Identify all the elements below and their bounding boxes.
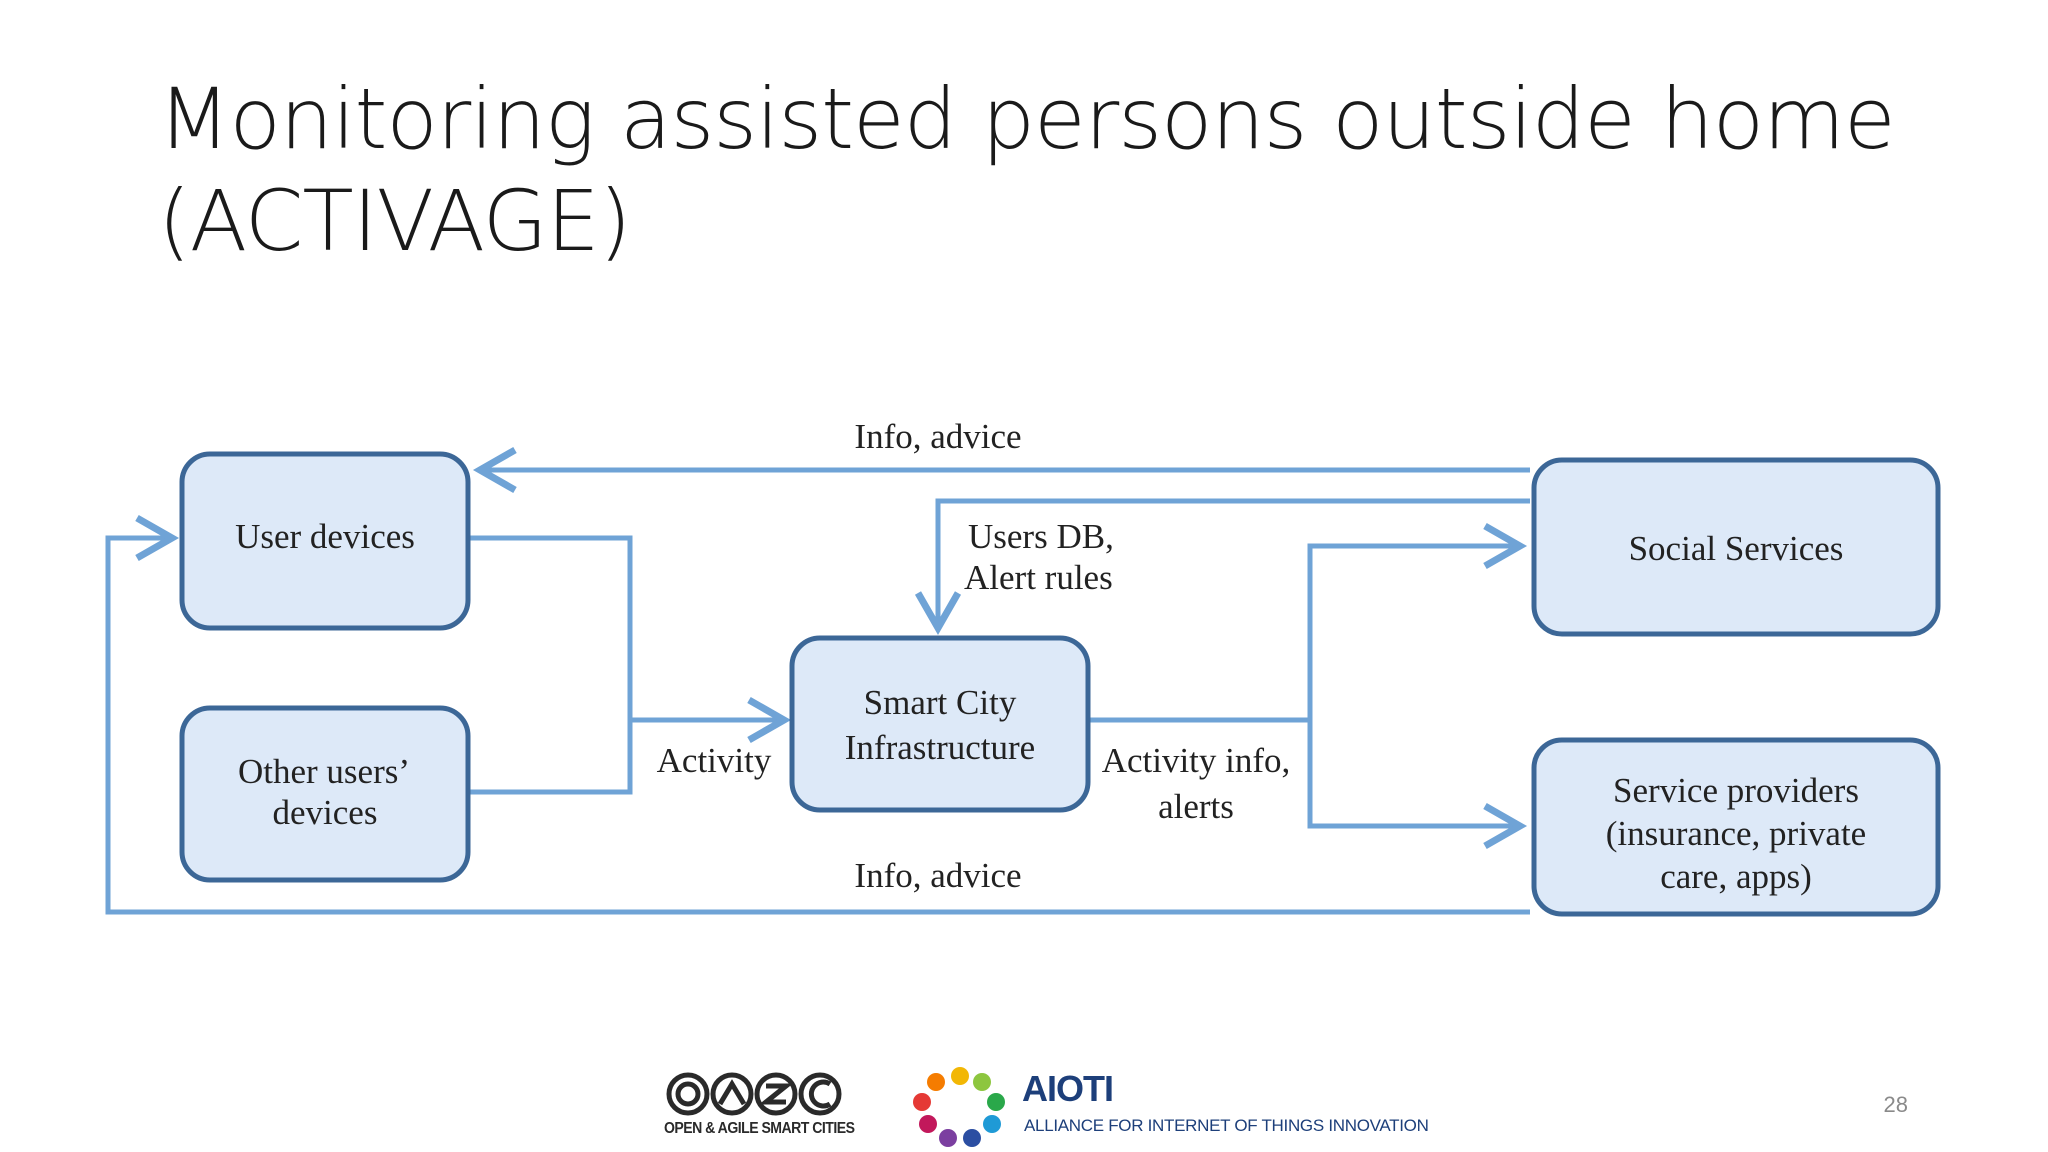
smart-city-label-line-1: Smart City: [864, 683, 1017, 722]
service-providers-label-line-2: (insurance, private: [1606, 814, 1866, 853]
connector-user-devices-to-junction: [468, 535, 633, 720]
edge-label-activity-info: Activity info,: [1102, 741, 1291, 780]
slide-title-line-2: (ACTIVAGE): [158, 172, 632, 270]
edge-label-alert-rules: Alert rules: [964, 558, 1113, 597]
edge-label-activity: Activity: [657, 741, 772, 780]
user-devices-label: User devices: [235, 517, 415, 556]
smart-city-label-line-2: Infrastructure: [845, 728, 1035, 767]
edge-label-alerts: alerts: [1158, 787, 1234, 826]
connector-bottom-feedback-loop: [105, 514, 1530, 915]
other-users-devices-box: [179, 705, 471, 883]
aioti-tagline: ALLIANCE FOR INTERNET OF THINGS INNOVATI…: [1024, 1116, 1429, 1135]
connector-social-to-smart-city: [914, 498, 1530, 636]
smart-city-infrastructure-box: [789, 635, 1091, 813]
connector-split-to-service-providers: [1307, 720, 1528, 850]
user-devices-box: [179, 451, 471, 631]
edge-labels: Info, advice Users DB, Alert rules Activ…: [657, 417, 1291, 895]
edge-label-users-db: Users DB,: [968, 517, 1114, 556]
social-services-label: Social Services: [1629, 529, 1844, 568]
footer-logos: OPEN & AGILE SMART CITIES AIOTI ALLIANCE…: [660, 1058, 1460, 1152]
aioti-name: AIOTI: [1022, 1068, 1114, 1109]
other-users-label-line-2: devices: [273, 793, 378, 832]
slide-title-line-1: Monitoring assisted persons outside home: [158, 70, 1896, 168]
other-users-label-line-1: Other users’: [238, 752, 410, 791]
page-number: 28: [1883, 1092, 1908, 1117]
connectors: [105, 446, 1530, 915]
oasc-caption: OPEN & AGILE SMART CITIES: [664, 1120, 855, 1137]
connector-other-users-to-junction: [468, 720, 633, 795]
service-providers-label-line-3: care, apps): [1660, 857, 1812, 896]
nodes: [179, 451, 1941, 917]
slide-title: Monitoring assisted persons outside home…: [158, 68, 1918, 272]
edge-label-info-advice-bottom: Info, advice: [854, 856, 1021, 895]
service-providers-box: [1531, 737, 1941, 917]
connector-split-to-social-services: [1307, 522, 1528, 720]
node-labels: User devices Other users’ devices Smart …: [235, 517, 1866, 896]
edge-label-info-advice-top: Info, advice: [854, 417, 1021, 456]
aioti-logo-icon: [913, 1067, 1005, 1147]
oasc-logo: [666, 1072, 842, 1116]
social-services-box: [1531, 457, 1941, 637]
service-providers-label-line-1: Service providers: [1613, 771, 1859, 810]
